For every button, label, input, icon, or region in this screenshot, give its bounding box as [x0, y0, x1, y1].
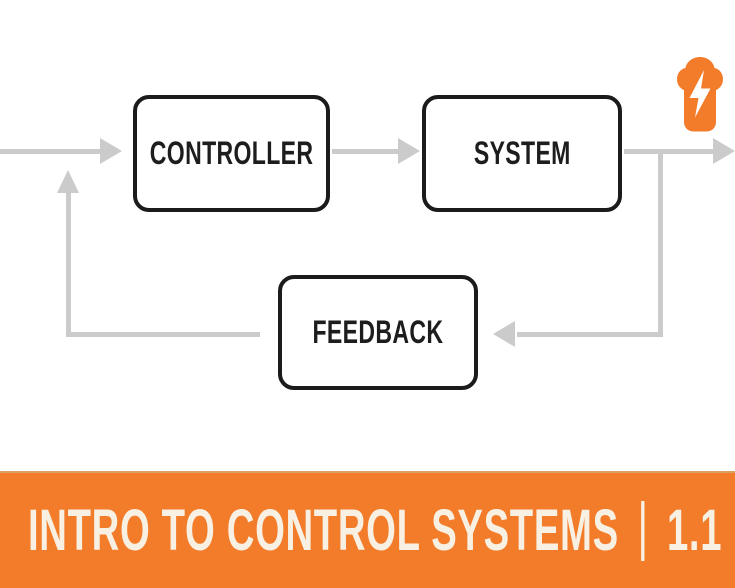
output-line [624, 149, 713, 154]
title-banner: INTRO TO CONTROL SYSTEMS 1.1 [0, 471, 735, 588]
controller-to-system-line [332, 149, 398, 154]
feedback-right-line [517, 332, 663, 337]
banner-title: INTRO TO CONTROL SYSTEMS [28, 498, 619, 563]
separator-bar [641, 500, 645, 561]
output-arrowhead-icon [713, 138, 735, 164]
controller-to-system-arrowhead-icon [398, 138, 420, 164]
system-block: SYSTEM [422, 95, 622, 212]
feedback-return-line [66, 192, 71, 337]
output-branch-line [658, 151, 663, 337]
feedback-arrowhead-icon [493, 321, 515, 347]
controller-block: CONTROLLER [133, 95, 330, 212]
feedback-return-arrowhead-icon [57, 170, 79, 193]
input-arrowhead-icon [100, 138, 122, 164]
input-line [0, 149, 100, 154]
banner-text-row: INTRO TO CONTROL SYSTEMS 1.1 [28, 473, 722, 588]
system-label: SYSTEM [473, 135, 571, 171]
toast-lightning-icon [677, 57, 723, 132]
episode-number: 1.1 [666, 498, 723, 563]
feedback-label: FEEDBACK [312, 314, 444, 350]
feedback-left-line [66, 332, 260, 337]
feedback-block: FEEDBACK [278, 275, 478, 390]
controller-label: CONTROLLER [149, 135, 314, 171]
